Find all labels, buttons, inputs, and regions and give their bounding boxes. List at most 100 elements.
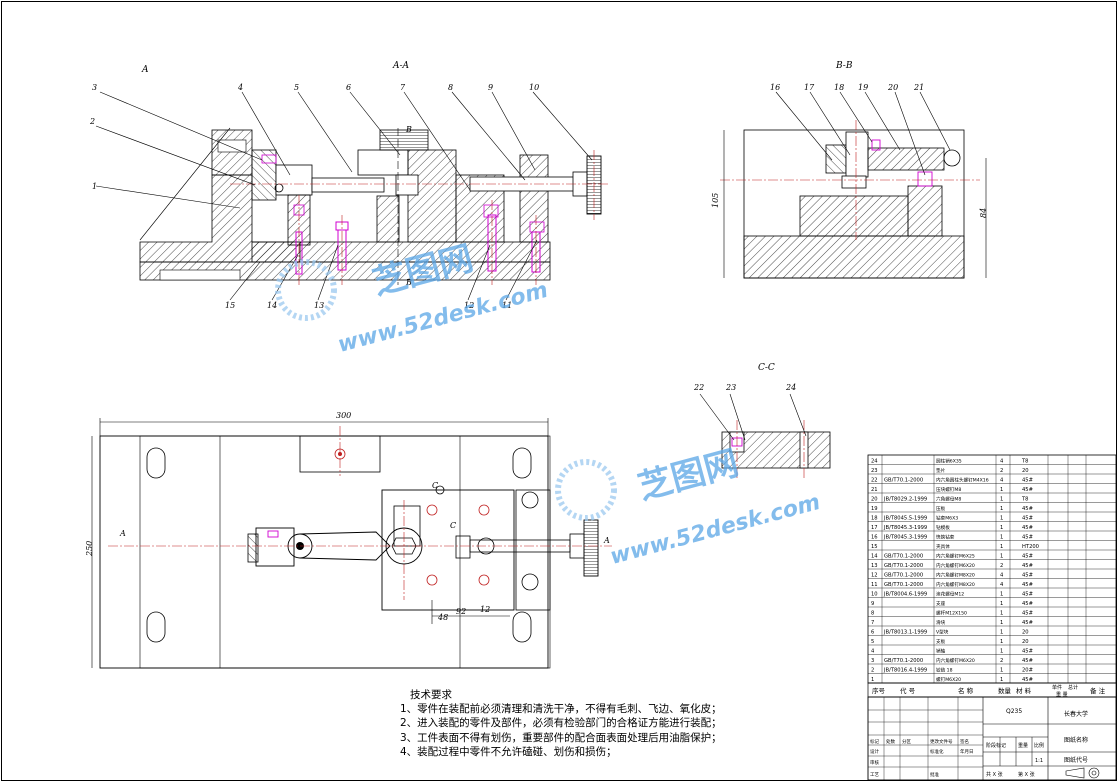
bom-header-unit: 单件	[1052, 684, 1062, 691]
dim-height-inner: 84	[979, 208, 988, 218]
bom-header-weight: 重 量	[1056, 691, 1068, 698]
note-item-3: 3、工件表面不得有划伤，重要部件的配合面表面处理后用油脂保护；	[400, 731, 722, 744]
bom-cell-mat: 20	[1022, 468, 1029, 474]
bom-cell-code: GB/T70.1-2000	[884, 582, 923, 588]
bom-cell-name: 内六角螺钉M6X20	[936, 657, 975, 664]
bom-cell-mat: 45#	[1022, 525, 1033, 531]
bom-cell-qty: 2	[1000, 563, 1003, 569]
tb-stage: 阶段标记	[986, 742, 1006, 749]
bom-header: 序号 代 号 名 称 数量 材 料 单件 总计 重 量 备 注	[867, 682, 1117, 698]
tb-scale-value: 1:1	[1035, 758, 1043, 764]
bom-cell-name: 内六角螺钉M6X20	[936, 562, 975, 569]
main-section-view: A A-A	[89, 61, 610, 310]
bom-cell-mat: 45#	[1022, 591, 1033, 597]
bom-cell-no: 11	[871, 582, 878, 588]
note-item-2: 2、进入装配的零件及部件，必须有检验部门的合格证方能进行装配；	[400, 717, 722, 730]
watermark-brand-2: 芝图网	[634, 443, 743, 508]
balloon-12: 12	[464, 301, 474, 310]
bom-cell-code: GB/T70.1-2000	[884, 477, 923, 483]
press-plate	[867, 147, 945, 171]
bom-cell-qty: 1	[1000, 496, 1003, 502]
hinge-block	[251, 149, 277, 201]
bom-cell-no: 16	[871, 534, 878, 540]
bom-cell-code: GB/T70.1-2000	[884, 563, 923, 569]
bom-cell-code: JB/T8045.3-1999	[883, 534, 927, 540]
main-section-label: A-A	[392, 61, 410, 71]
bom-cell-qty: 1	[1000, 487, 1003, 493]
bom-cell-no: 20	[871, 496, 878, 502]
bom-cell-mat: 45#	[1022, 620, 1033, 626]
tb-date: 年月日	[960, 748, 974, 755]
bom-cell-no: 22	[871, 477, 878, 483]
tb-scale: 比例	[1034, 742, 1044, 749]
bom-cell-no: 14	[871, 553, 878, 559]
bom-cell-name: 六角螺母M8	[936, 495, 961, 502]
bom-cell-code: JB/T8004.6-1999	[883, 591, 927, 597]
balloon-20: 20	[887, 83, 898, 92]
detail-section-view: C-C 22 23 24	[693, 363, 831, 480]
cut-mark-b-bottom: B	[405, 278, 412, 287]
bom-cell-qty: 1	[1000, 534, 1003, 540]
bom-cell-qty: 2	[1000, 658, 1003, 664]
bom-cell-mat: 45#	[1022, 610, 1033, 616]
bom-cell-qty: 1	[1000, 639, 1003, 645]
bom-cell-mat: 45#	[1022, 648, 1033, 654]
balloon-5: 5	[294, 83, 299, 92]
bom-cell-no: 1	[871, 677, 874, 683]
bom-cell-no: 13	[871, 563, 878, 569]
side-base	[743, 235, 965, 279]
drill-plate	[845, 131, 869, 178]
balloon-18: 18	[834, 83, 844, 92]
bom-cell-name: 压块螺钉M8	[936, 486, 961, 493]
bom-cell-no: 4	[871, 648, 875, 654]
corner-label: A	[141, 65, 149, 75]
bom-cell-qty: 4	[1000, 582, 1004, 588]
bom-cell-name: 圆柱销6X35	[936, 457, 962, 464]
pin-block	[275, 164, 313, 196]
bom-cell-qty: 4	[1000, 458, 1004, 464]
bom-cell-name: 夹具体	[936, 543, 950, 550]
bolt-holes	[426, 485, 539, 591]
tb-school: 长春大学	[1064, 710, 1088, 718]
bom-cell-no: 6	[871, 629, 874, 635]
bom-cell-qty: 4	[1000, 572, 1004, 578]
cut-mark-a-left: A	[119, 529, 126, 538]
bom-header-remark: 备 注	[1090, 686, 1106, 695]
note-item-4: 4、装配过程中零件不允许磕碰、划伤和损伤；	[400, 745, 617, 758]
tb-division: 分区	[902, 738, 911, 745]
side-section-label: B-B	[835, 61, 853, 71]
balloon-14: 14	[267, 301, 277, 310]
balloon-1: 1	[92, 182, 97, 191]
bom-cell-name: 螺钉M6X20	[936, 676, 961, 683]
bom-header-code: 代 号	[900, 686, 916, 695]
bom-cell-code: JB/T8045.3-1999	[883, 525, 927, 531]
balloons-main: 1 2 3 4 5 6 7 8 9 10 11 12 13 14 15	[89, 83, 539, 310]
bom-cell-code: GB/T70.1-2000	[884, 658, 923, 664]
plan-knurled-nut	[583, 519, 599, 577]
bom-cell-name: 钻套M6X3	[936, 514, 958, 521]
bom-cell-mat: 45#	[1022, 563, 1033, 569]
bom-cell-qty: 2	[1000, 468, 1003, 474]
bom-cell-qty: 4	[1000, 477, 1004, 483]
bom-cell-name: 内六角圆柱头螺钉M4X16	[936, 476, 989, 483]
base-slot	[159, 269, 241, 281]
tb-designer: 设计	[870, 748, 879, 755]
watermark-url-1: www.52desk.com	[335, 278, 550, 358]
bom-cell-mat: T8	[1021, 458, 1028, 464]
bom-cell-mat: T8	[1021, 496, 1028, 502]
bom-cell-name: 销轴	[936, 647, 946, 654]
balloon-9: 9	[488, 83, 493, 92]
balloon-13: 13	[314, 301, 324, 310]
tb-drawing-code: 图纸代号	[1064, 756, 1088, 764]
bom-cell-no: 9	[871, 601, 874, 607]
bom-cell-mat: 45#	[1022, 487, 1033, 493]
bom-cell-no: 12	[871, 572, 878, 578]
left-upright	[211, 129, 253, 176]
